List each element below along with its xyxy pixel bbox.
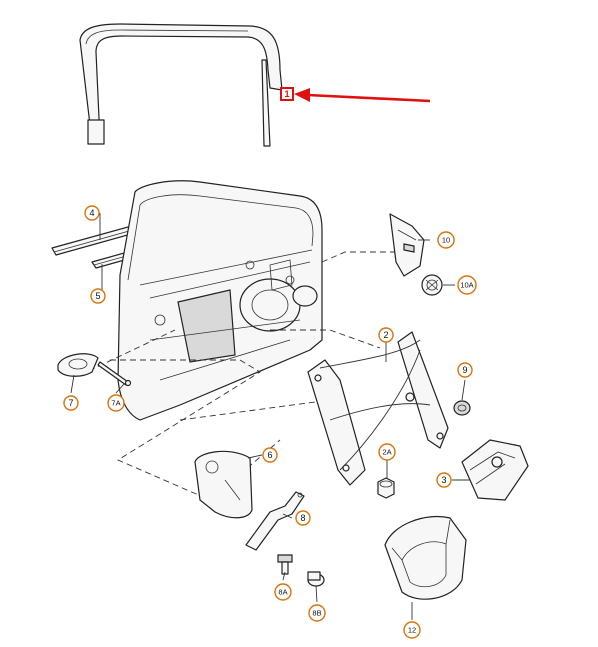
callout-8b[interactable]: 8B bbox=[308, 604, 326, 622]
callout-7a[interactable]: 7A bbox=[107, 394, 125, 412]
mirror-bracket-part-10[interactable] bbox=[389, 213, 425, 277]
callout-10a[interactable]: 10A bbox=[457, 275, 477, 295]
nut-part-2a[interactable] bbox=[377, 477, 395, 499]
foam-insulation-part-12[interactable] bbox=[384, 515, 467, 600]
callout-7-label: 7 bbox=[68, 398, 73, 408]
window-motor-part-3[interactable] bbox=[461, 439, 529, 501]
callout-1-highlighted[interactable]: 1 bbox=[280, 87, 294, 101]
callout-8[interactable]: 8 bbox=[295, 510, 311, 526]
callout-6[interactable]: 6 bbox=[262, 447, 278, 463]
callout-5[interactable]: 5 bbox=[90, 288, 106, 304]
grommet-part-9[interactable] bbox=[453, 400, 471, 416]
door-handle-part-7[interactable] bbox=[57, 353, 99, 377]
callout-8a-label: 8A bbox=[278, 588, 287, 597]
handle-rod-part-7a[interactable] bbox=[97, 361, 132, 387]
window-frame-seal-part-1[interactable] bbox=[79, 23, 283, 147]
callout-10a-label: 10A bbox=[460, 281, 473, 290]
callout-10[interactable]: 10 bbox=[437, 231, 455, 249]
callout-7a-label: 7A bbox=[111, 399, 120, 408]
callout-9-label: 9 bbox=[462, 365, 467, 375]
bracket-part-8[interactable] bbox=[245, 491, 305, 551]
callout-8-label: 8 bbox=[300, 513, 305, 523]
callout-3[interactable]: 3 bbox=[436, 472, 452, 488]
bolt-part-8a[interactable] bbox=[277, 554, 293, 575]
callout-8a[interactable]: 8A bbox=[274, 583, 292, 601]
inner-panel-seal-part-6[interactable] bbox=[194, 450, 253, 519]
callout-2a[interactable]: 2A bbox=[378, 443, 396, 461]
callout-10-label: 10 bbox=[442, 236, 450, 245]
leader-lines bbox=[70, 213, 470, 620]
callout-12-label: 12 bbox=[408, 626, 416, 635]
callout-1-label: 1 bbox=[284, 89, 289, 99]
callout-4[interactable]: 4 bbox=[84, 205, 100, 221]
callout-3-label: 3 bbox=[441, 475, 446, 485]
door-shell[interactable] bbox=[117, 180, 323, 421]
callout-2-label: 2 bbox=[383, 330, 388, 340]
callout-5-label: 5 bbox=[95, 291, 100, 301]
callout-7[interactable]: 7 bbox=[63, 395, 79, 411]
assembly-guide-lines bbox=[79, 251, 411, 501]
callout-8b-label: 8B bbox=[312, 609, 321, 618]
callout-2[interactable]: 2 bbox=[378, 327, 394, 343]
window-regulator-part-2[interactable] bbox=[307, 331, 449, 486]
clip-part-8b[interactable] bbox=[307, 571, 325, 587]
callout-9[interactable]: 9 bbox=[457, 362, 473, 378]
callout-6-label: 6 bbox=[267, 450, 272, 460]
speaker-part-10a[interactable] bbox=[421, 274, 443, 296]
highlight-arrow bbox=[294, 88, 431, 103]
callout-12[interactable]: 12 bbox=[403, 621, 421, 639]
callout-2a-label: 2A bbox=[382, 448, 391, 457]
callout-4-label: 4 bbox=[89, 208, 94, 218]
